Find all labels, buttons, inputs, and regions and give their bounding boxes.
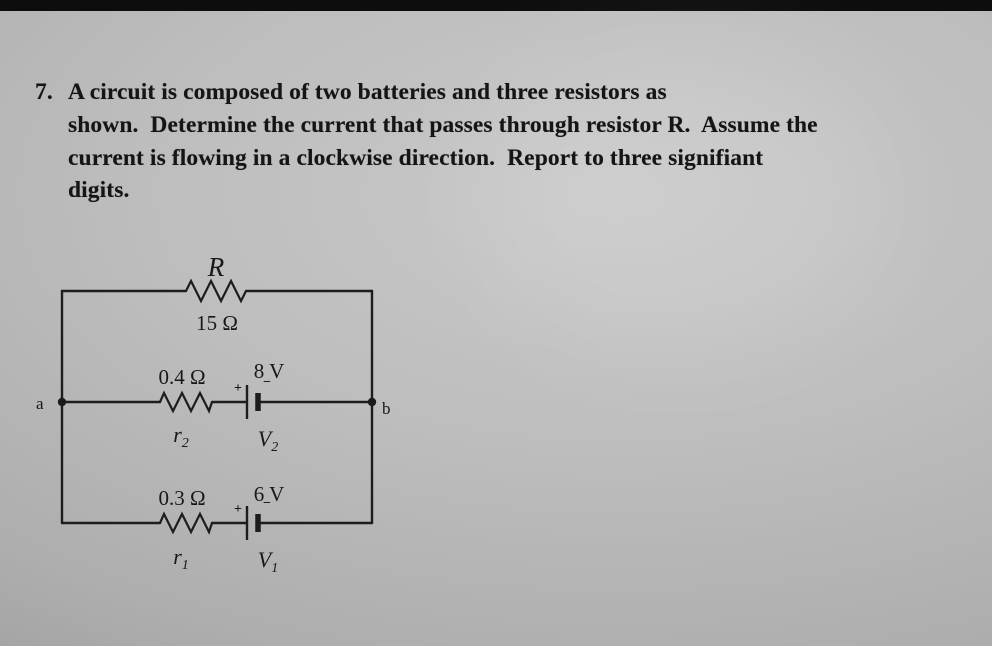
circuit-wires — [60, 289, 374, 525]
top-dark-bar — [0, 0, 992, 11]
label-r2: r2 — [173, 422, 189, 451]
label-voltage-8V: 8 V — [254, 359, 285, 383]
label-r1-subscript: 1 — [182, 558, 189, 573]
label-r2-subscript: 2 — [182, 436, 189, 451]
plus-sign-V2: + — [234, 381, 242, 396]
label-resistance-15-ohm: 15 Ω — [196, 311, 238, 335]
problem-line: digits. — [68, 177, 130, 204]
label-resistor-R: R — [207, 252, 225, 282]
label-resistance-0p3-ohm: 0.3 Ω — [158, 486, 205, 510]
plus-sign-V1: + — [234, 502, 242, 517]
problem-line: shown. Determine the current that passes… — [68, 111, 818, 138]
label-resistance-0p4-ohm: 0.4 Ω — [158, 365, 205, 389]
problem-line: current is flowing in a clockwise direct… — [68, 144, 764, 171]
resistor-R-zigzag — [185, 278, 247, 304]
label-V1: V1 — [258, 547, 278, 576]
problem-number: 7. — [35, 79, 53, 105]
battery-V1 — [245, 506, 261, 540]
label-V2-name: V — [258, 426, 274, 451]
node-b-dot — [367, 397, 377, 407]
label-node-a: a — [36, 394, 44, 413]
resistor-r1-zigzag — [158, 511, 214, 535]
node-a-dot — [57, 397, 67, 407]
label-r1-name: r — [173, 544, 182, 569]
minus-sign-V2: − — [263, 375, 271, 390]
label-r1: r1 — [173, 544, 189, 573]
label-r2-name: r — [173, 422, 182, 447]
minus-sign-V1: − — [263, 496, 271, 511]
label-V1-name: V — [258, 547, 274, 572]
label-node-b: b — [382, 399, 391, 418]
resistor-r2-zigzag — [158, 390, 214, 414]
label-voltage-6V: 6 V — [254, 482, 285, 506]
battery-V2 — [245, 385, 261, 419]
problem-line-text: A circuit is composed of two batteries a… — [68, 79, 667, 105]
circuit-diagram: R 15 Ω 0.4 Ω 8 V + − r2 V2 a b 0.3 Ω 6 V… — [36, 252, 391, 576]
label-V2: V2 — [258, 426, 278, 455]
label-V1-subscript: 1 — [271, 561, 278, 576]
problem-line: 7. A circuit is composed of two batteries… — [35, 76, 970, 109]
problem-statement: 7. A circuit is composed of two batteries… — [35, 76, 970, 207]
label-V2-subscript: 2 — [271, 440, 278, 455]
